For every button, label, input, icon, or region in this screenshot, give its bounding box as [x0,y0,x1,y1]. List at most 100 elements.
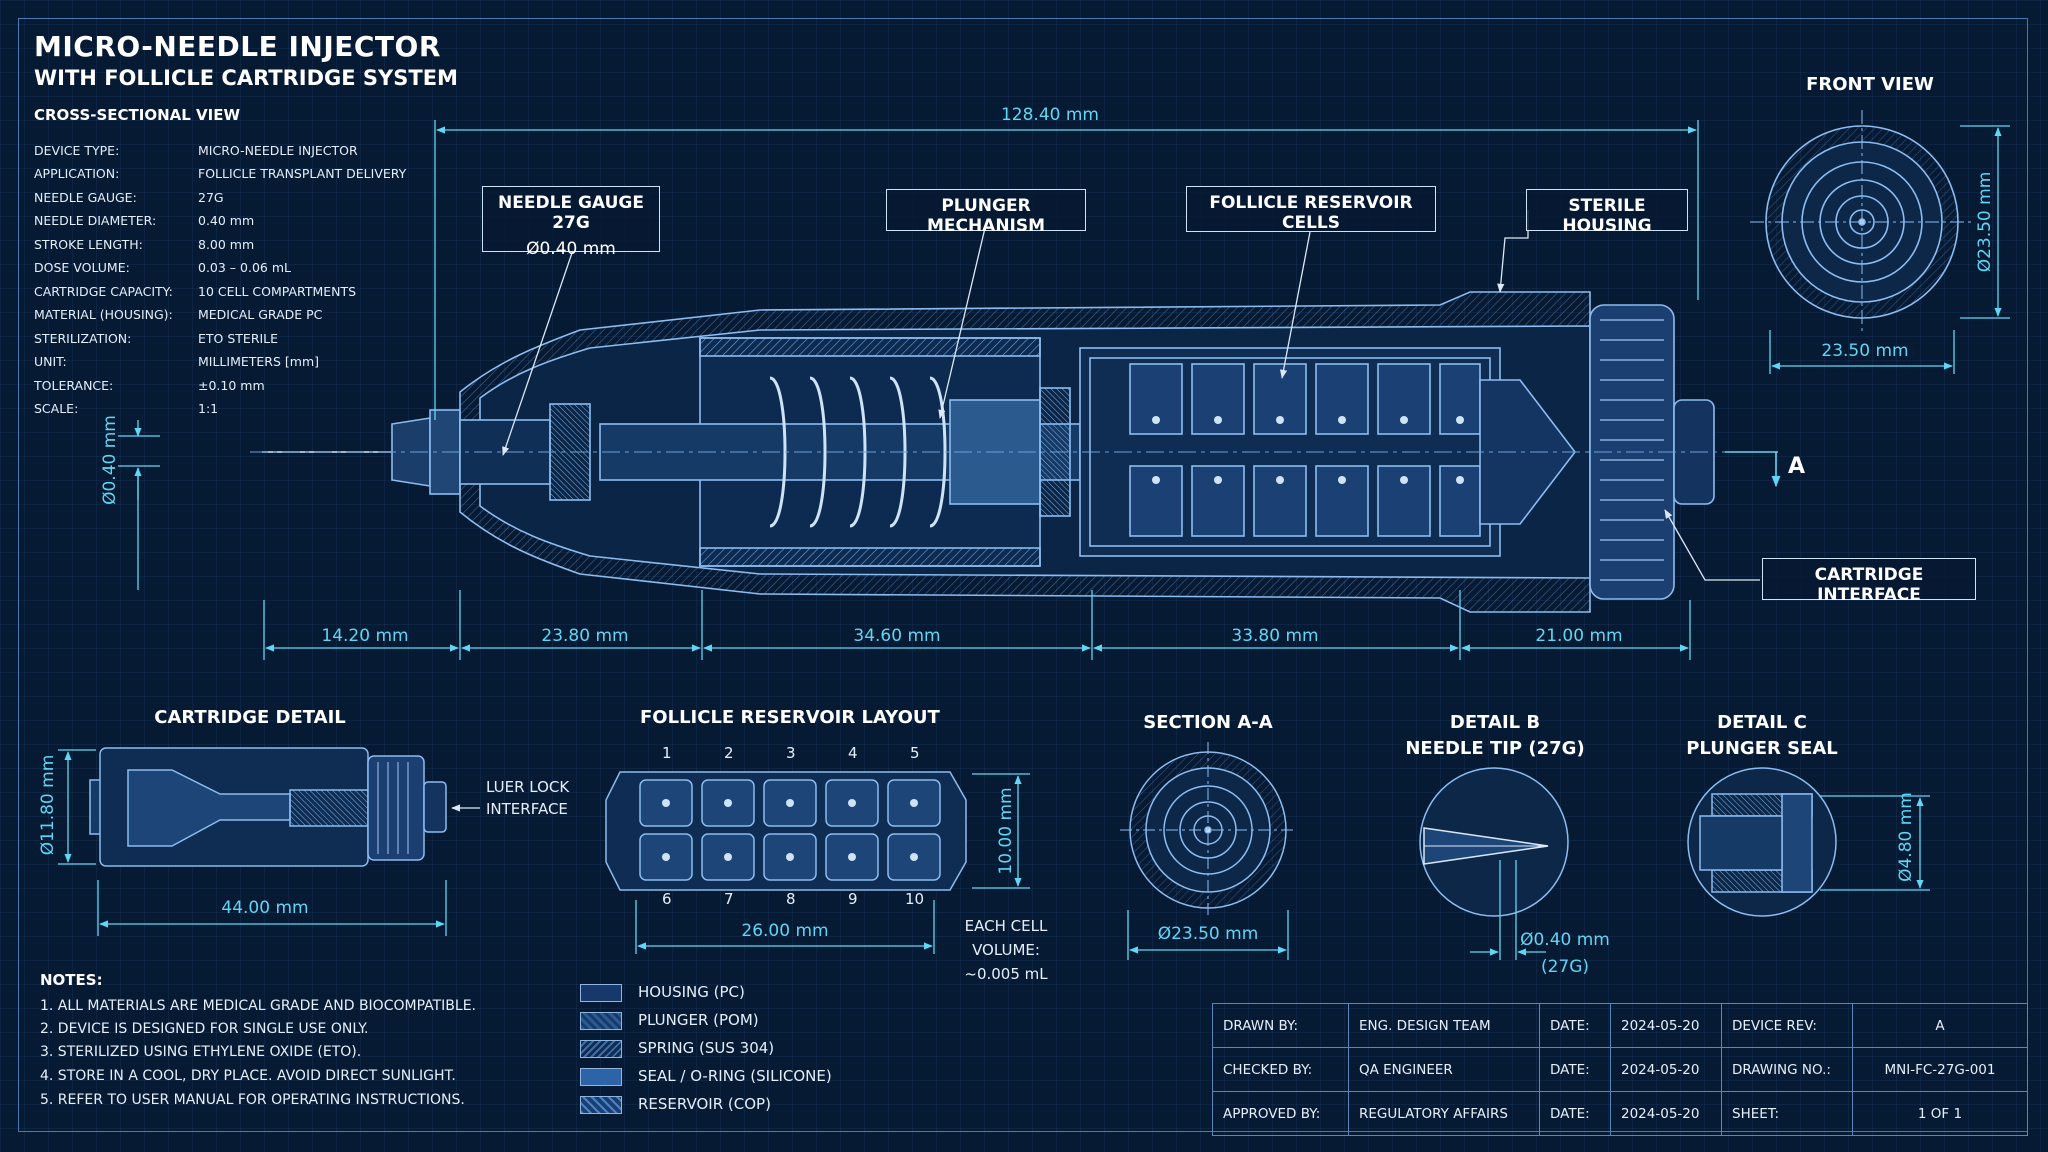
segment-dimensions [263,590,1691,660]
segment-3-label: 34.60 mm [853,626,941,646]
detail-b-title: DETAIL B [1449,712,1541,733]
spec-label: UNIT: [34,354,67,369]
drawn-by-value: ENG. DESIGN TEAM [1348,1003,1540,1048]
rev-value: A [1852,1003,2028,1048]
section-aa-drawing [1120,742,1296,918]
needle-dia-label: Ø0.40 mm [100,415,120,505]
cartridge-dia-label: Ø11.80 mm [38,754,58,856]
luer-label-line1: LUER LOCK [486,778,570,796]
approved-by-key: APPROVED BY: [1212,1091,1349,1136]
section-marker-letter: A [1788,454,1806,479]
checked-by-key: CHECKED BY: [1212,1047,1349,1092]
reservoir-height-label: 10.00 mm [996,787,1016,875]
cell-number: 8 [786,890,796,908]
detail-b-dims [1470,860,1546,960]
segment-2-label: 23.80 mm [541,626,629,646]
spec-value: 27G [198,190,224,205]
spec-label: MATERIAL (HOUSING): [34,307,173,322]
sheet-value: 1 OF 1 [1852,1091,2028,1136]
cell-number: 1 [662,744,672,762]
luer-label-line2: INTERFACE [486,800,568,818]
spec-label: NEEDLE DIAMETER: [34,213,157,228]
drawing-title: MICRO-NEEDLE INJECTOR [34,30,441,63]
cell-number: 9 [848,890,858,908]
cell-volume-note-3: ~0.005 mL [964,965,1048,983]
section-a-marker [1725,451,1781,488]
note-item: 5. REFER TO USER MANUAL FOR OPERATING IN… [40,1092,465,1108]
legend-label: SPRING (SUS 304) [638,1039,775,1057]
notes-title: NOTES: [40,971,103,989]
drawn-by-key: DRAWN BY: [1212,1003,1349,1048]
needle-gauge-callout: NEEDLE GAUGE 27G Ø0.40 mm [482,186,660,259]
reservoir-layout-drawing [605,771,967,891]
date-value: 2024-05-20 [1610,1047,1722,1092]
segment-1-label: 14.20 mm [321,626,409,646]
legend-label: RESERVOIR (COP) [638,1095,771,1113]
approved-by-value: REGULATORY AFFAIRS [1348,1091,1540,1136]
cell-number: 2 [724,744,734,762]
callout-value: Ø0.40 mm [526,239,616,259]
date-value: 2024-05-20 [1610,1003,1722,1048]
cell-volume-note-1: EACH CELL [964,917,1048,935]
title-block-row: CHECKED BY: QA ENGINEER DATE: 2024-05-20… [1212,1047,2028,1092]
needle-dia-dimension [118,420,160,590]
section-aa-title: SECTION A-A [1143,712,1273,733]
detail-b-gauge-label: (27G) [1540,957,1590,977]
cartridge-length-label: 44.00 mm [221,898,309,918]
spec-value: FOLLICLE TRANSPLANT DELIVERY [198,166,407,181]
rev-key: DEVICE REV: [1721,1003,1853,1048]
reservoir-swatch [580,1096,622,1114]
front-view-dia-label: Ø23.50 mm [1975,171,1995,273]
plunger-callout: PLUNGER MECHANISM [886,189,1086,236]
cell-number: 7 [724,890,734,908]
spec-value: 1:1 [198,401,219,416]
note-item: 4. STORE IN A COOL, DRY PLACE. AVOID DIR… [40,1068,456,1084]
front-view-drawing [1750,110,1974,334]
spec-label: SCALE: [34,401,79,416]
spec-label: STERILIZATION: [34,331,132,346]
spec-value: 0.03 – 0.06 mL [198,260,291,275]
spec-value: 8.00 mm [198,237,255,252]
section-aa-dims [1127,910,1289,960]
detail-c-dia-label: Ø4.80 mm [1896,792,1916,882]
cell-number: 4 [848,744,858,762]
spec-label: CARTRIDGE CAPACITY: [34,284,173,299]
housing-callout: STERILE HOUSING [1526,189,1688,236]
legend-label: SEAL / O-RING (SILICONE) [638,1067,832,1085]
spec-value: MILLIMETERS [mm] [198,354,320,369]
sheet-key: SHEET: [1721,1091,1853,1136]
checked-by-value: QA ENGINEER [1348,1047,1540,1092]
reservoir-width-label: 26.00 mm [741,921,829,941]
reservoir-callout: FOLLICLE RESERVOIR CELLS [1186,186,1436,233]
reservoir-dims [635,773,1030,954]
date-key: DATE: [1539,1047,1611,1092]
detail-c-dims [1820,795,1930,891]
detail-b-dia-label: Ø0.40 mm [1520,930,1610,950]
spec-label: STROKE LENGTH: [34,237,143,252]
callout-title: NEEDLE GAUGE 27G [498,193,644,233]
seal-swatch [580,1068,622,1086]
drawing-subtitle: WITH FOLLICLE CARTRIDGE SYSTEM [34,66,458,90]
detail-b-subtitle: NEEDLE TIP (27G) [1405,738,1585,759]
spec-value: ETO STERILE [198,331,279,346]
cartridge-detail-drawing [89,747,447,867]
spec-label: APPLICATION: [34,166,120,181]
segment-4-label: 33.80 mm [1231,626,1319,646]
callout-leaders [502,210,1760,581]
date-value: 2024-05-20 [1610,1091,1722,1136]
spec-value: ±0.10 mm [198,378,265,393]
note-item: 3. STERILIZED USING ETHYLENE OXIDE (ETO)… [40,1044,362,1060]
cell-number: 6 [662,890,672,908]
date-key: DATE: [1539,1003,1611,1048]
front-view-dims [1769,125,2010,374]
injector-cross-section [250,291,1760,613]
cell-number: 3 [786,744,796,762]
cell-volume-note-2: VOLUME: [972,941,1040,959]
spec-label: DOSE VOLUME: [34,260,130,275]
plunger-swatch [580,1012,622,1030]
sheet-border [18,18,2028,1132]
front-view-width-label: 23.50 mm [1821,341,1909,361]
segment-5-label: 21.00 mm [1535,626,1623,646]
